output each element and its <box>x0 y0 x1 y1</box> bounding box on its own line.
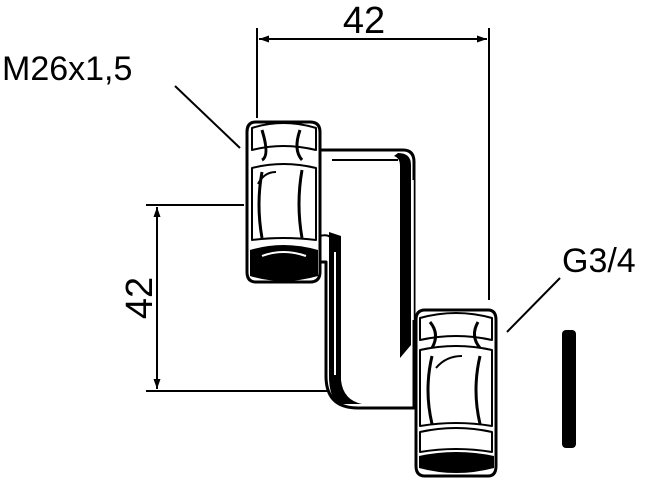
lower-thread-label: G3/4 <box>562 242 636 280</box>
lower-nut <box>414 308 498 478</box>
upper-nut <box>245 120 322 284</box>
upper-thread-leader <box>174 85 241 149</box>
lower-thread-leader <box>506 277 561 333</box>
offset-pipe <box>310 148 416 410</box>
left-dimension-value: 42 <box>119 277 161 319</box>
upper-thread-label: M26x1,5 <box>2 50 132 88</box>
fitting <box>245 120 498 478</box>
gasket-side-view <box>562 330 576 448</box>
top-dimension: 42 <box>256 0 490 300</box>
top-dimension-value: 42 <box>343 0 385 42</box>
